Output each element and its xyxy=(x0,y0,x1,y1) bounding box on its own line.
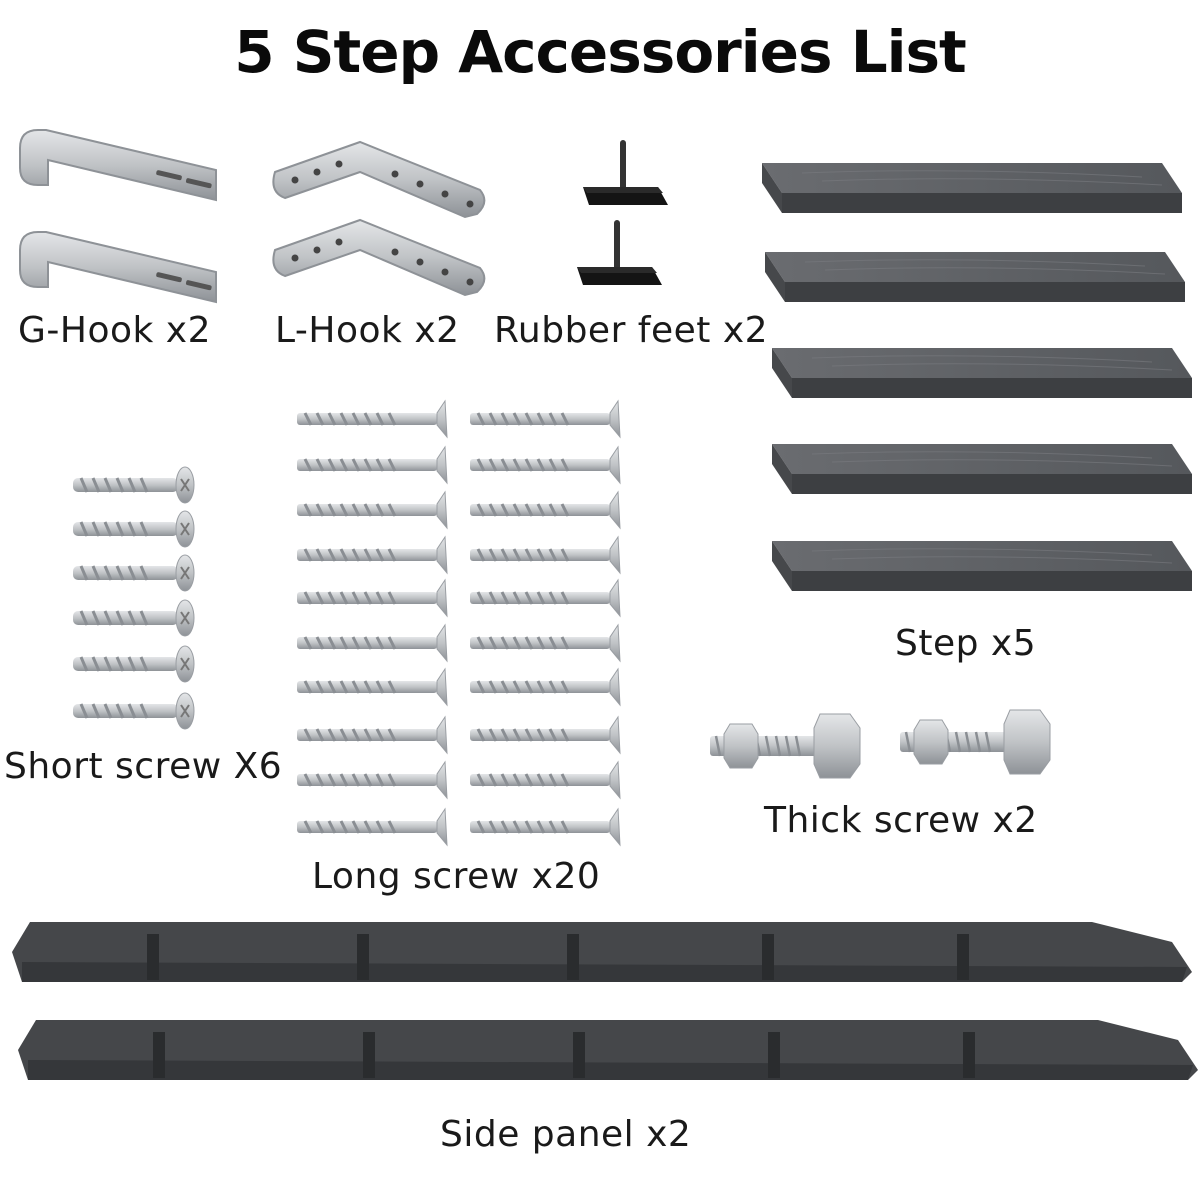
long-screw-label: Long screw x20 xyxy=(312,856,601,897)
g-hook-label: G-Hook x2 xyxy=(18,310,212,351)
rubber-feet-label: Rubber feet x2 xyxy=(494,310,769,351)
rubber-feet-image xyxy=(577,140,668,285)
step-image xyxy=(761,162,1193,592)
step-label: Step x5 xyxy=(895,623,1037,664)
l-hook-label: L-Hook x2 xyxy=(275,310,460,351)
g-hook-image xyxy=(19,129,217,303)
side-panel-image xyxy=(12,922,1198,1080)
short-screw-label: Short screw X6 xyxy=(4,746,283,787)
short-screw-image xyxy=(71,465,196,731)
thick-screw-image xyxy=(708,708,1052,780)
l-hook-image xyxy=(272,141,486,296)
thick-screw-label: Thick screw x2 xyxy=(764,800,1038,841)
page-title: 5 Step Accessories List xyxy=(234,18,967,86)
side-panel-label: Side panel x2 xyxy=(440,1114,692,1155)
long-screw-image xyxy=(295,399,622,847)
